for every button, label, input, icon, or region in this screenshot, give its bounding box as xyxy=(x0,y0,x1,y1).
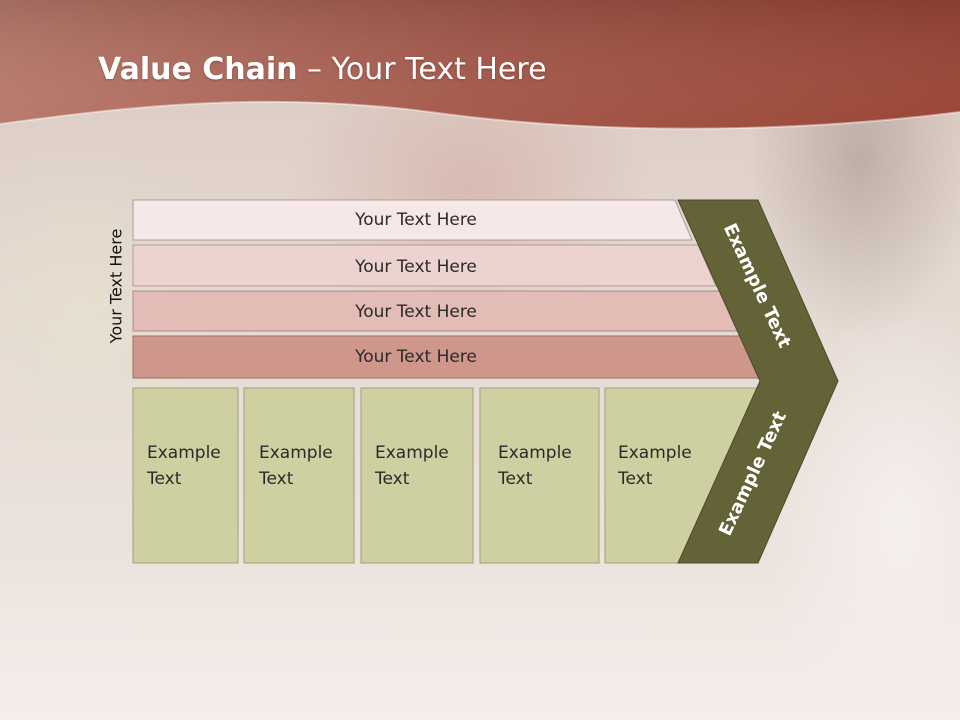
support-row-label: Your Text Here xyxy=(354,210,477,230)
slide-title: Value Chain – Your Text Here xyxy=(98,52,547,87)
column-text-line1: Example xyxy=(498,443,572,463)
column-text-line1: Example xyxy=(147,443,221,463)
support-row-label: Your Text Here xyxy=(354,257,477,277)
reflection-text: Text xyxy=(374,637,410,657)
column-text-line1: Example xyxy=(375,443,449,463)
column-text-line1: Example xyxy=(618,443,692,463)
support-row: Your Text Here xyxy=(132,199,693,241)
primary-column-box xyxy=(360,387,474,564)
support-row: Your Text Here xyxy=(132,335,765,379)
reflection-text: Example xyxy=(147,663,221,683)
support-row: Your Text Here xyxy=(132,290,740,332)
column-text-line2: Text xyxy=(146,469,182,489)
reflection-text: Text xyxy=(497,637,533,657)
column-text-line2: Text xyxy=(374,469,410,489)
support-row-bar xyxy=(132,199,693,241)
reflection-text: Example xyxy=(375,663,449,683)
reflection-text: Text xyxy=(617,637,653,657)
title-bold: Value Chain xyxy=(98,52,298,87)
diagram-reflection: Example Text Example Text Example Text E… xyxy=(132,562,828,720)
primary-column-box xyxy=(479,387,600,564)
support-row-label: Your Text Here xyxy=(354,302,477,322)
reflection-text: Text xyxy=(258,637,294,657)
support-row: Your Text Here xyxy=(132,244,717,287)
reflection-text: Example xyxy=(618,663,692,683)
header-band xyxy=(0,0,960,130)
column-text-line2: Text xyxy=(258,469,294,489)
reflection-text: Example xyxy=(498,663,572,683)
column-text-line2: Text xyxy=(617,469,653,489)
title-rest: – Your Text Here xyxy=(297,52,547,87)
reflection-text: Example xyxy=(259,663,333,683)
reflection-text: Text xyxy=(146,637,182,657)
primary-column-box xyxy=(132,387,239,564)
support-row-label: Your Text Here xyxy=(354,347,477,367)
support-row-bar xyxy=(132,244,717,287)
column-text-line2: Text xyxy=(497,469,533,489)
column-text-line1: Example xyxy=(259,443,333,463)
